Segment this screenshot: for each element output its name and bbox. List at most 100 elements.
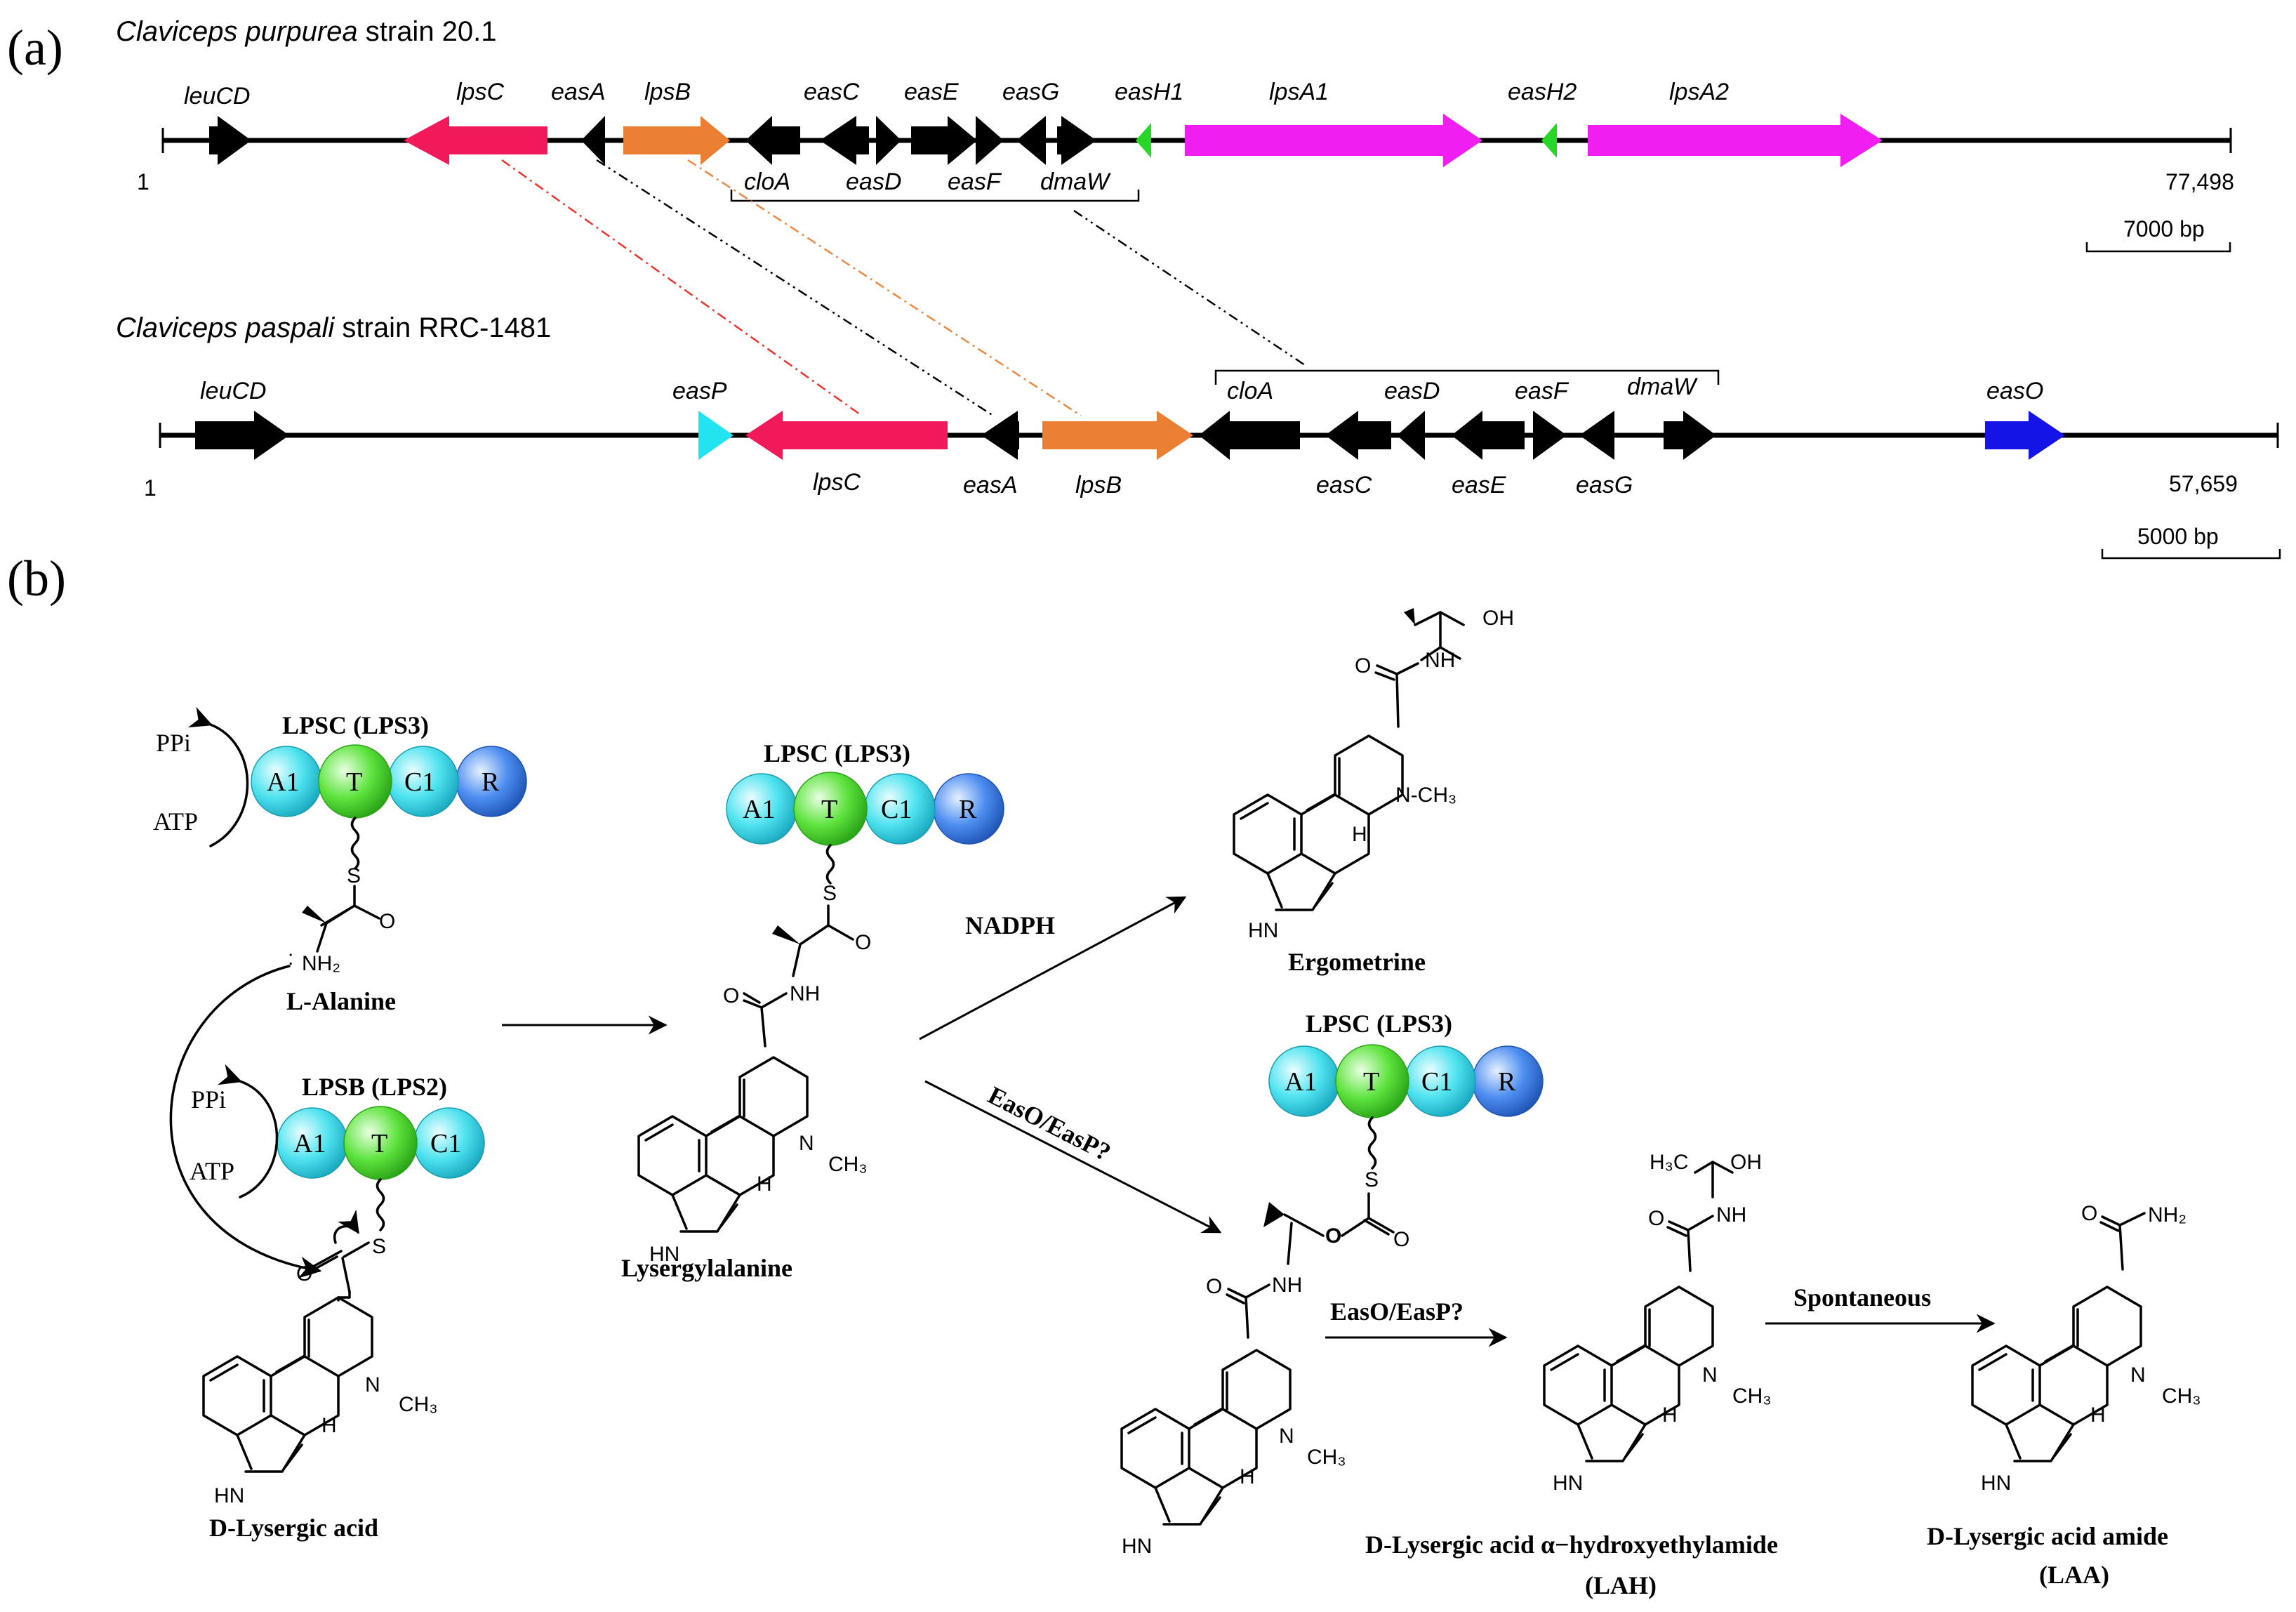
gene-label-lpsb-1: lpsB xyxy=(644,79,691,105)
spontaneous-label: Spontaneous xyxy=(1793,1283,1931,1312)
svg-text::: : xyxy=(288,946,293,970)
core-cluster-bracket-1 xyxy=(730,190,1140,202)
svg-text:NH: NH xyxy=(1272,1274,1302,1297)
link-easa xyxy=(596,159,994,417)
svg-text:N: N xyxy=(365,1373,380,1396)
nh2-lalanine: NH₂ xyxy=(302,952,340,975)
svg-text:S: S xyxy=(347,864,361,887)
gene-lpsa2-1 xyxy=(1588,114,1883,167)
svg-text:O: O xyxy=(1648,1207,1664,1230)
svg-text:N-CH₃: N-CH₃ xyxy=(1395,784,1456,807)
gene-label-easc-2: easC xyxy=(1316,472,1372,498)
lpsb-title: LPSB (LPS2) xyxy=(302,1073,447,1101)
gene-easf-1 xyxy=(976,116,1004,165)
svg-text:NH₂: NH₂ xyxy=(2148,1203,2186,1227)
track1-start: 1 xyxy=(137,169,150,194)
scale-bar-2 xyxy=(2101,549,2281,560)
svg-text:R: R xyxy=(959,795,977,824)
gene-label-easg-2: easG xyxy=(1576,472,1633,498)
gene-arrows-track-2 xyxy=(195,411,2065,460)
svg-text:T: T xyxy=(1363,1067,1379,1097)
gene-label-easf-1: easF xyxy=(948,169,1002,195)
gene-easp-2 xyxy=(698,411,734,460)
gene-cloa-1 xyxy=(745,116,800,165)
svg-text:C1: C1 xyxy=(1421,1067,1452,1097)
organism1-title: Claviceps purpurea strain 20.1 xyxy=(116,16,497,47)
gene-label-easc-1: easC xyxy=(804,79,860,105)
lah-structure xyxy=(1543,1286,1714,1462)
svg-text:O: O xyxy=(2081,1202,2097,1225)
svg-text:HN: HN xyxy=(1981,1472,2011,1495)
svg-text:O: O xyxy=(1206,1275,1222,1298)
gene-label-lpsa1-1: lpsA1 xyxy=(1269,79,1329,105)
gene-dmaw-2 xyxy=(1664,411,1716,460)
atp-label-2: ATP xyxy=(190,1157,234,1185)
gene-lpsb-2 xyxy=(1042,411,1193,460)
gene-label-easf-2: easF xyxy=(1515,378,1570,404)
gene-ease-2 xyxy=(1452,411,1525,460)
svg-text:N: N xyxy=(1702,1363,1718,1387)
svg-text:N: N xyxy=(1279,1425,1294,1448)
ortholog-links xyxy=(501,159,1308,417)
gene-easd-2 xyxy=(1397,411,1425,460)
svg-text:H: H xyxy=(1240,1465,1255,1488)
gene-label-easd-2: easD xyxy=(1384,378,1440,404)
gene-easo-2 xyxy=(1985,411,2065,460)
thioester-link-2 xyxy=(376,1178,385,1231)
lysergic-acid-structure xyxy=(202,1296,373,1473)
scale-label-1: 7000 bp xyxy=(2123,216,2205,242)
gene-label-eash1-1: easH1 xyxy=(1115,79,1183,105)
lpsc-module-1: LPSC (LPS3) A1 T C1 R xyxy=(251,711,527,819)
link-lpsb xyxy=(687,159,1082,417)
svg-text:S: S xyxy=(1365,1168,1379,1191)
svg-text:A1: A1 xyxy=(743,795,775,824)
gene-label-dmaw-1: dmaW xyxy=(1040,169,1111,195)
gene-label-easp-2: easP xyxy=(672,378,727,404)
atp-ppi-arc-2 xyxy=(217,1064,279,1198)
gene-label-easd-1: easD xyxy=(846,169,901,195)
svg-text:N: N xyxy=(2130,1363,2146,1387)
svg-text:A1: A1 xyxy=(267,767,299,797)
svg-text:HN: HN xyxy=(214,1484,244,1507)
ergometrine-structure xyxy=(1233,734,1404,911)
gene-arrows-track-1 xyxy=(209,114,1883,167)
svg-text:CH₃: CH₃ xyxy=(828,1153,868,1176)
scale-bar-1 xyxy=(2085,242,2231,253)
svg-text:T: T xyxy=(371,1129,387,1158)
arrow-nadph xyxy=(919,896,1187,1040)
svg-text:H: H xyxy=(1352,823,1367,846)
gene-easg-2 xyxy=(1579,411,1614,460)
gene-label-easo-2: easO xyxy=(1986,378,2043,404)
laa-abbr: (LAA) xyxy=(2039,1561,2109,1589)
svg-text:H₃C: H₃C xyxy=(1650,1151,1689,1174)
panel-b-label: (b) xyxy=(7,550,66,607)
lpsc-title-1: LPSC (LPS3) xyxy=(282,711,429,739)
svg-text:OH: OH xyxy=(1482,607,1514,630)
gene-label-ease-2: easE xyxy=(1452,472,1506,498)
gene-leucd-1 xyxy=(209,116,251,165)
gene-lpsb-1 xyxy=(623,116,730,165)
gene-easa-2 xyxy=(981,411,1019,460)
svg-text:R: R xyxy=(482,767,500,797)
l-alanine-label: L-Alanine xyxy=(286,987,396,1015)
svg-text:T: T xyxy=(346,767,362,797)
scale-label-2: 5000 bp xyxy=(2137,524,2219,549)
svg-text:C1: C1 xyxy=(881,795,912,824)
lpsc-title-3: LPSC (LPS3) xyxy=(1306,1010,1452,1038)
nucleophile-arrow xyxy=(169,965,322,1279)
gene-label-leucd-1: leuCD xyxy=(184,83,250,110)
laa-name: D-Lysergic acid amide xyxy=(1927,1522,2168,1550)
lah-name: D-Lysergic acid α−hydroxyethylamide xyxy=(1365,1531,1778,1559)
gene-easc-1 xyxy=(820,116,869,165)
gene-leucd-2 xyxy=(195,411,289,460)
svg-text:CH₃: CH₃ xyxy=(1307,1446,1346,1469)
laa-structure xyxy=(1971,1286,2142,1462)
gene-lpsc-2 xyxy=(745,411,948,460)
gene-easc-2 xyxy=(1325,411,1391,460)
svg-text:A1: A1 xyxy=(293,1129,326,1158)
gene-label-dmaw-2: dmaW xyxy=(1627,374,1698,400)
link-lpsc xyxy=(501,159,861,416)
svg-text:H: H xyxy=(1662,1403,1678,1427)
svg-text:O: O xyxy=(1325,1224,1341,1248)
gene-easa-1 xyxy=(581,116,605,165)
